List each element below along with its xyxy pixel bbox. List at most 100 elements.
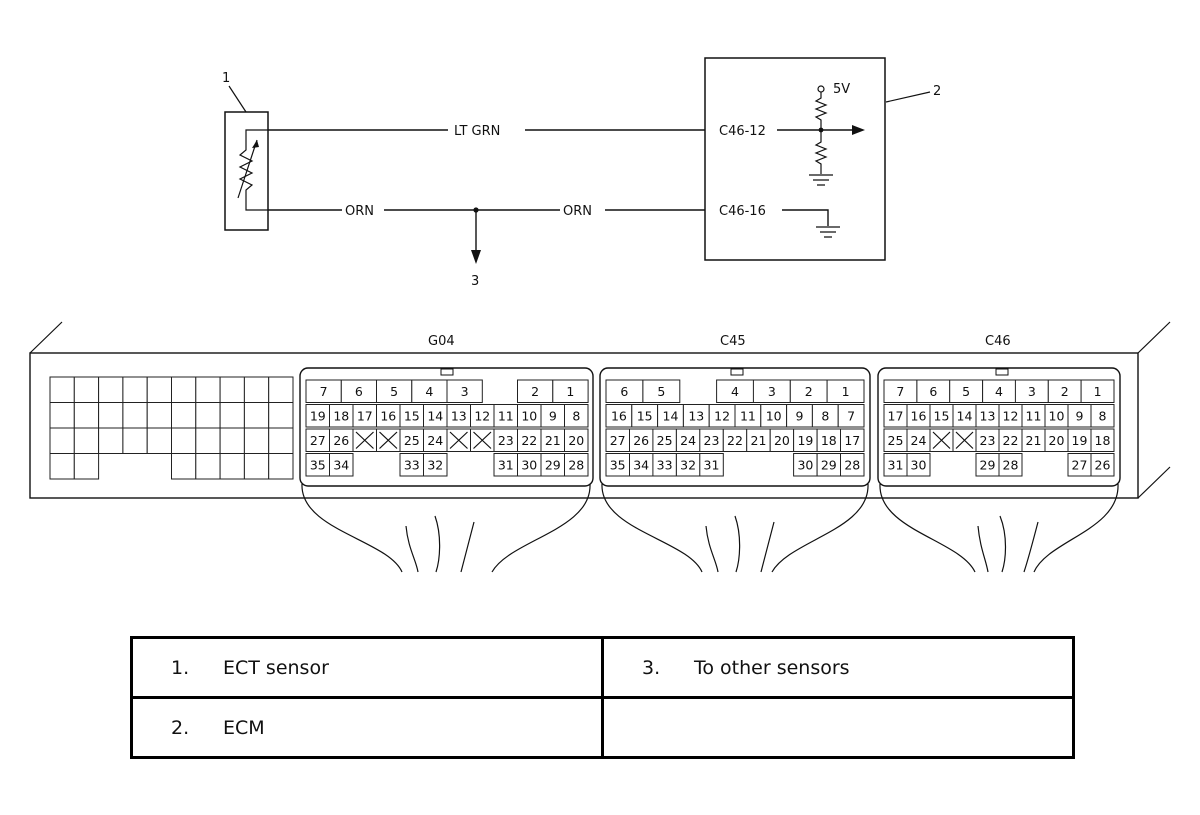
grid-cell — [219, 402, 245, 429]
pin-number: 12 — [474, 408, 490, 423]
pin-number: 1 — [1094, 384, 1102, 399]
pin-number: 30 — [797, 457, 813, 472]
pin-number: 19 — [310, 408, 326, 423]
grid-cell — [122, 376, 148, 403]
connector-g04-latch — [440, 368, 454, 376]
pin-cell — [564, 428, 589, 452]
grid-cell — [49, 402, 75, 429]
grid-cell — [195, 376, 221, 403]
pin-number: 6 — [620, 384, 628, 399]
connector-c45-latch — [730, 368, 744, 376]
pin-cell — [423, 453, 448, 477]
schematic: 1 LT GRN ORN ORN 3 C46-12 C46-16 — [222, 57, 941, 289]
grid-cell — [49, 453, 75, 480]
blocked-pin-icon — [449, 431, 468, 449]
pin-cell — [1090, 428, 1115, 452]
pin-cell — [446, 379, 483, 403]
grid-cell — [171, 427, 197, 454]
connector-g04-harness — [301, 483, 591, 573]
pin-cell — [552, 379, 589, 403]
blocked-pin-icon — [379, 431, 398, 449]
grid-cell — [268, 402, 294, 429]
blocked-pin-icon — [473, 431, 492, 449]
grid-cell — [122, 402, 148, 429]
ground-wire-color-left: ORN — [345, 204, 374, 219]
pin-cell — [564, 404, 589, 428]
signal-pin-label: C46-12 — [719, 124, 766, 139]
pin-number: 27 — [610, 433, 626, 448]
pin-number: 18 — [333, 408, 349, 423]
pin-cell — [1090, 453, 1115, 477]
pin-number: 29 — [980, 457, 996, 472]
pin-number: 1 — [566, 384, 574, 399]
pin-number: 27 — [310, 433, 326, 448]
grid-cell — [243, 402, 270, 429]
pin-number: 10 — [766, 408, 782, 423]
grid-cell — [171, 453, 197, 480]
pin-number: 3 — [1028, 384, 1036, 399]
pin-number: 29 — [821, 457, 837, 472]
grid-cell — [195, 427, 221, 454]
legend-text: ECM — [223, 716, 265, 739]
pin-number: 7 — [896, 384, 904, 399]
callout-2-leader — [885, 91, 931, 103]
ground-pin-label: C46-16 — [719, 204, 766, 219]
grid-cell — [243, 427, 270, 454]
pin-number: 15 — [637, 408, 653, 423]
pin-number: 34 — [333, 457, 349, 472]
block-edge-left — [29, 321, 63, 354]
legend-text: ECT sensor — [223, 656, 329, 679]
pin-number: 21 — [1026, 433, 1042, 448]
grid-cell — [49, 427, 75, 454]
ground-wire-color-right: ORN — [563, 204, 592, 219]
internal-circuit: 5V — [777, 82, 865, 238]
pin-number: 15 — [934, 408, 950, 423]
callout-1-label: 1 — [222, 71, 230, 86]
grid-cell — [146, 376, 172, 403]
pin-number: 13 — [451, 408, 467, 423]
pin-cell — [998, 453, 1023, 477]
grid-cell — [268, 453, 294, 480]
pin-cell — [642, 379, 681, 403]
grid-cell — [243, 453, 270, 480]
pin-number: 32 — [680, 457, 696, 472]
pin-number: 32 — [427, 457, 443, 472]
grid-cell — [73, 427, 100, 454]
legend-number: 1. — [171, 656, 190, 679]
pin-number: 23 — [498, 433, 514, 448]
callout-3-label: 3 — [471, 274, 479, 289]
grid-cell — [195, 453, 221, 480]
pin-number: 14 — [663, 408, 679, 423]
pin-number: 20 — [774, 433, 790, 448]
grid-cell — [146, 402, 172, 429]
pin-cell — [826, 379, 865, 403]
pin-number: 14 — [957, 408, 973, 423]
pin-number: 2 — [531, 384, 539, 399]
pin-number: 9 — [549, 408, 557, 423]
grid-cell — [268, 376, 294, 403]
pin-number: 12 — [1003, 408, 1019, 423]
pin-cell — [699, 453, 724, 477]
pin-number: 13 — [688, 408, 704, 423]
pin-number: 22 — [521, 433, 537, 448]
pin-number: 11 — [740, 408, 756, 423]
legend-number: 3. — [642, 656, 661, 679]
connector-c46-harness — [879, 483, 1119, 573]
pin-number: 10 — [521, 408, 537, 423]
pin-number: 4 — [731, 384, 739, 399]
connector-c45-title: C45 — [720, 334, 746, 349]
pin-number: 28 — [1003, 457, 1019, 472]
grid-cell — [122, 427, 148, 454]
grid-cell — [171, 376, 197, 403]
pin-number: 23 — [980, 433, 996, 448]
pin-cell — [840, 453, 865, 477]
grid-cell — [73, 376, 100, 403]
pin-number: 8 — [572, 408, 580, 423]
pin-number: 16 — [380, 408, 396, 423]
legend-table: 1.ECT sensor 3.To other sensors 2.ECM — [130, 636, 1075, 759]
